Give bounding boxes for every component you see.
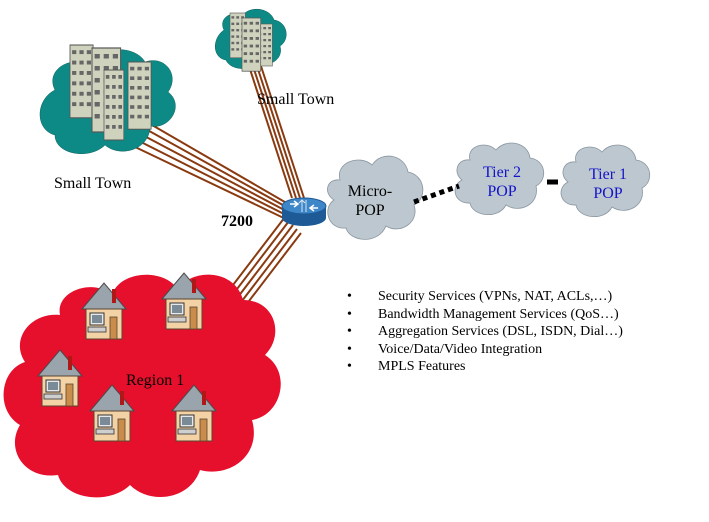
micro-pop-label-line2: POP	[355, 202, 385, 219]
services-list: • Security Services (VPNs, NAT, ACLs,…) •…	[347, 288, 623, 376]
service-item: • MPLS Features	[347, 358, 623, 376]
micro-pop-label-line1: Micro-	[347, 183, 393, 200]
region-cloud	[3, 274, 281, 498]
service-item: • Security Services (VPNs, NAT, ACLs,…)	[347, 288, 623, 306]
tier1-pop-label: Tier 1 POP	[576, 165, 640, 203]
tier2-pop-label-line2: POP	[487, 183, 517, 200]
service-item: • Aggregation Services (DSL, ISDN, Dial…)	[347, 323, 623, 341]
service-item-label: Bandwidth Management Services (QoS…)	[378, 306, 619, 322]
service-item-label: Security Services (VPNs, NAT, ACLs,…)	[378, 289, 613, 304]
service-item: • Bandwidth Management Services (QoS…)	[347, 306, 623, 324]
tier2-pop-label: Tier 2 POP	[470, 163, 534, 201]
service-item-label: Voice/Data/Video Integration	[378, 341, 543, 357]
small-town-left-label: Small Town	[54, 175, 132, 192]
bullet: •	[347, 359, 352, 374]
bullet: •	[347, 306, 352, 322]
tier1-pop-cloud	[560, 144, 650, 217]
region-label: Region 1	[126, 372, 185, 389]
micro-pop-label: Micro- POP	[338, 182, 402, 220]
service-item: • Voice/Data/Video Integration	[347, 341, 623, 359]
tier1-pop-label-line1: Tier 1	[588, 166, 628, 183]
bullet: •	[347, 341, 352, 357]
bullet: •	[347, 289, 352, 304]
tier2-pop-label-line1: Tier 2	[482, 164, 522, 181]
micro-pop-cloud	[327, 155, 424, 240]
router-label: 7200	[221, 213, 253, 230]
tier1-pop-label-line2: POP	[593, 185, 623, 202]
router-icon	[281, 197, 327, 226]
microPOP-tier2-link	[413, 183, 460, 205]
bullet: •	[347, 324, 352, 339]
tier2-pop-cloud	[454, 142, 544, 215]
service-item-label: MPLS Features	[378, 359, 466, 374]
service-item-label: Aggregation Services (DSL, ISDN, Dial…)	[378, 324, 623, 339]
small-town-top-label: Small Town	[257, 91, 335, 108]
